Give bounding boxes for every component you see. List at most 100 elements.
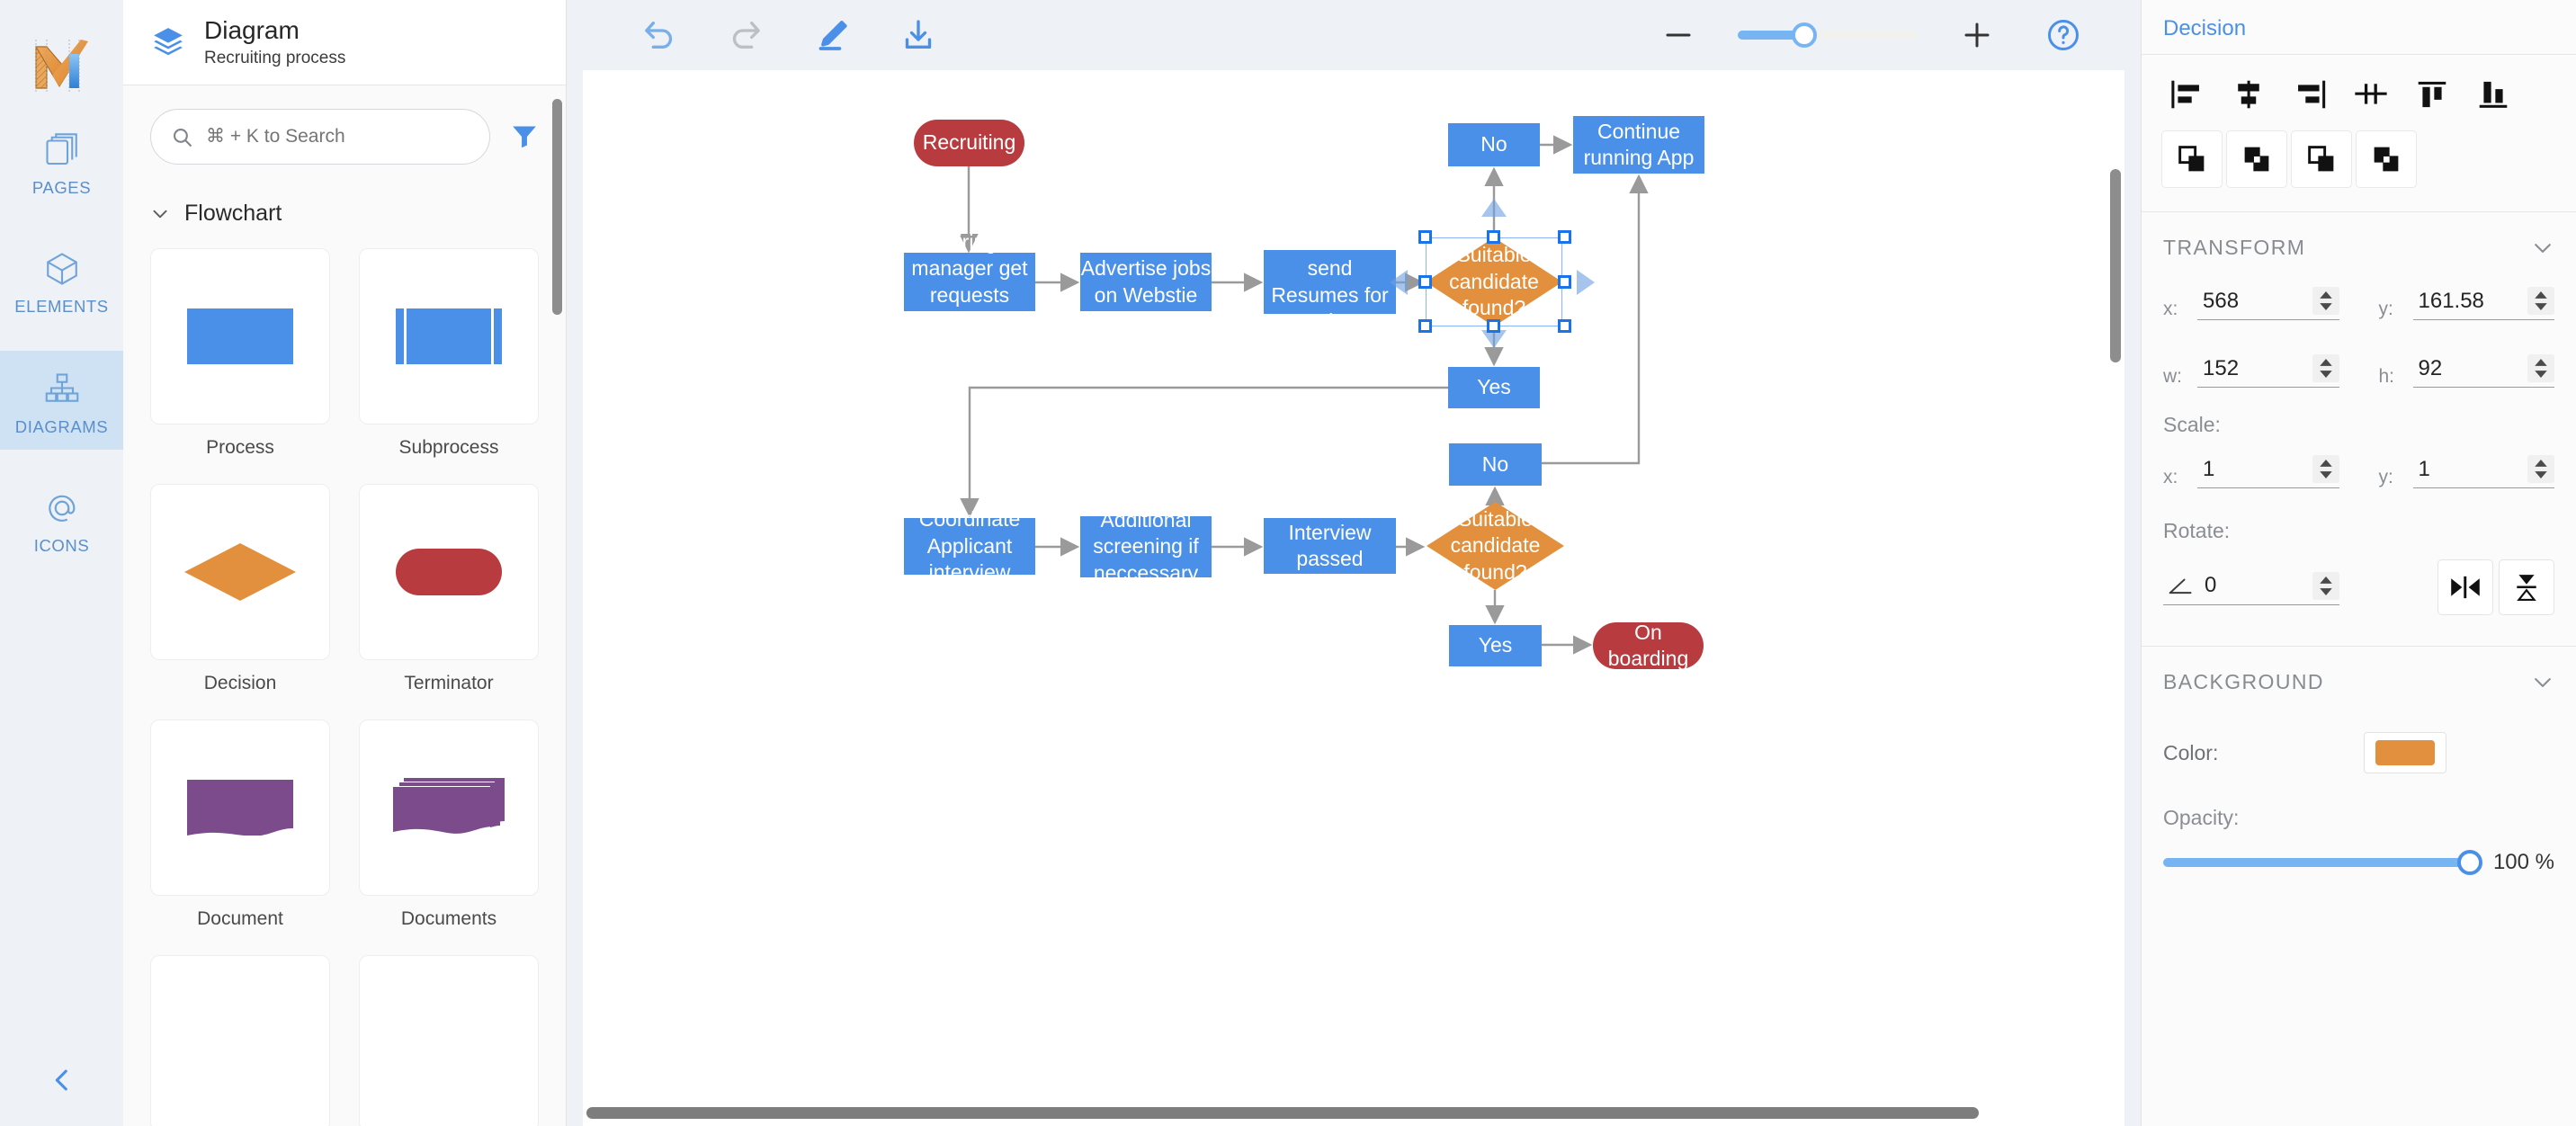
flow-node-process[interactable]: No [1448,123,1540,166]
union-icon[interactable] [2161,130,2223,188]
shape-preview [150,955,330,1126]
subtract-icon[interactable] [2226,130,2287,188]
y-field[interactable]: y: 161.58 [2379,285,2554,320]
w-value[interactable]: 152 [2203,355,2240,380]
h-stepper[interactable] [2527,354,2554,382]
flow-node-terminator[interactable]: On boarding [1593,621,1704,670]
connector-handle-down[interactable] [1481,330,1507,348]
rotate-field[interactable]: 0 [2163,570,2339,605]
flow-node-process[interactable]: Yes [1448,367,1540,408]
resize-handle-sw[interactable] [1418,319,1432,333]
flow-node-process[interactable]: Yes [1449,625,1542,666]
shape-item-document[interactable]: Document [150,719,330,950]
resize-handle-s[interactable] [1487,319,1500,333]
background-section-header[interactable]: BACKGROUND [2142,647,2576,714]
connector-handle-left[interactable] [1390,270,1408,295]
flow-node-process[interactable]: Advertise jobs on Webstie [1080,253,1212,311]
resize-handle-se[interactable] [1558,319,1571,333]
resize-handle-w[interactable] [1418,275,1432,289]
x-field[interactable]: x: 568 [2163,285,2339,320]
sidebar-item-diagrams[interactable]: DIAGRAMS [0,351,123,450]
w-stepper[interactable] [2312,354,2339,382]
sidebar-item-elements[interactable]: ELEMENTS [0,230,123,329]
filter-icon[interactable] [510,122,539,151]
y-stepper[interactable] [2527,287,2554,315]
shape-item-subprocess[interactable]: Subprocess [359,248,539,478]
flow-node-process[interactable]: Additional screening if neccessary [1080,508,1212,585]
shape-item-documents[interactable]: Documents [359,719,539,950]
resize-handle-e[interactable] [1558,275,1571,289]
align-center-horizontal-icon[interactable] [2223,71,2275,118]
help-button[interactable] [2020,0,2106,70]
redo-button[interactable] [702,0,789,70]
flow-node-process[interactable]: Continue running App [1573,116,1704,174]
search-box[interactable] [150,109,490,165]
resize-handle-n[interactable] [1487,230,1500,244]
scale-y-value[interactable]: 1 [2418,456,2430,481]
flow-node-terminator[interactable]: Recruiting [914,120,1024,166]
w-field[interactable]: w: 152 [2163,353,2339,388]
shape-item-terminator[interactable]: Terminator [359,484,539,714]
flow-node-decision[interactable]: Suitable candidate found? [1427,502,1564,590]
opacity-slider-handle[interactable] [2456,850,2482,875]
distribute-horizontal-icon[interactable] [2345,71,2397,118]
flow-node-process[interactable]: Receive and send Resumes for review [1264,230,1396,333]
zoom-out-button[interactable] [1635,0,1722,70]
flow-node-decision-selected[interactable]: Suitable candidate found? [1426,237,1562,326]
chevron-down-icon [2531,671,2554,694]
flow-node-label-wrap: Suitable candidate found? [1427,502,1564,590]
canvas-horizontal-scrollbar[interactable] [586,1107,1979,1119]
x-value[interactable]: 568 [2203,288,2240,313]
align-top-icon[interactable] [2406,71,2458,118]
sidebar-item-icons[interactable]: ICONS [0,469,123,568]
diagram-canvas[interactable]: Recruiting Hiring manager get requests a… [583,70,2124,1126]
transform-section-header[interactable]: TRANSFORM [2142,212,2576,280]
search-input[interactable] [206,126,470,147]
scale-x-stepper[interactable] [2312,455,2339,483]
flip-horizontal-icon[interactable] [2437,559,2493,615]
align-left-icon[interactable] [2161,71,2214,118]
h-field[interactable]: h: 92 [2379,353,2554,388]
flow-node-process[interactable]: Hiring manager get requests approved [904,230,1035,333]
app-logo[interactable] [17,25,107,106]
x-stepper[interactable] [2312,287,2339,315]
flow-node-process[interactable]: No [1449,443,1542,486]
intersect-icon[interactable] [2291,130,2352,188]
shape-group-header[interactable]: Flowchart [123,170,566,239]
exclude-icon[interactable] [2356,130,2417,188]
rotate-stepper[interactable] [2312,571,2339,600]
scale-x-field[interactable]: x: 1 [2163,453,2339,488]
zoom-in-button[interactable] [1934,0,2020,70]
shape-item-process[interactable]: Process [150,248,330,478]
edit-button[interactable] [789,0,875,70]
scale-x-value[interactable]: 1 [2203,456,2215,481]
opacity-slider[interactable] [2163,850,2482,875]
scale-y-stepper[interactable] [2527,455,2554,483]
connector-handle-right[interactable] [1577,270,1595,295]
sidebar-item-pages[interactable]: PAGES [0,112,123,210]
zoom-slider-handle[interactable] [1792,22,1817,48]
zoom-slider-fill [1738,31,1806,40]
export-button[interactable] [875,0,962,70]
align-right-icon[interactable] [2284,71,2336,118]
h-value[interactable]: 92 [2418,355,2443,380]
flip-vertical-icon[interactable] [2499,559,2554,615]
align-bottom-icon[interactable] [2467,71,2519,118]
collapse-panel-button[interactable] [0,1065,123,1095]
rotate-value[interactable]: 0 [2205,573,2217,597]
flow-node-process[interactable]: Interview passed [1264,518,1396,574]
shape-panel-scrollbar[interactable] [552,99,562,315]
flow-node-process[interactable]: Coordinate Applicant interview [904,507,1035,584]
shape-item-partial[interactable] [359,955,539,1126]
scale-y-field[interactable]: y: 1 [2379,453,2554,488]
connector-handle-up[interactable] [1481,199,1507,217]
resize-handle-nw[interactable] [1418,230,1432,244]
shape-item-partial[interactable] [150,955,330,1126]
zoom-slider[interactable] [1738,22,1918,48]
color-swatch-button[interactable] [2364,732,2446,773]
shape-item-decision[interactable]: Decision [150,484,330,714]
canvas-vertical-scrollbar[interactable] [2110,169,2121,362]
undo-button[interactable] [616,0,702,70]
resize-handle-ne[interactable] [1558,230,1571,244]
y-value[interactable]: 161.58 [2418,288,2484,313]
